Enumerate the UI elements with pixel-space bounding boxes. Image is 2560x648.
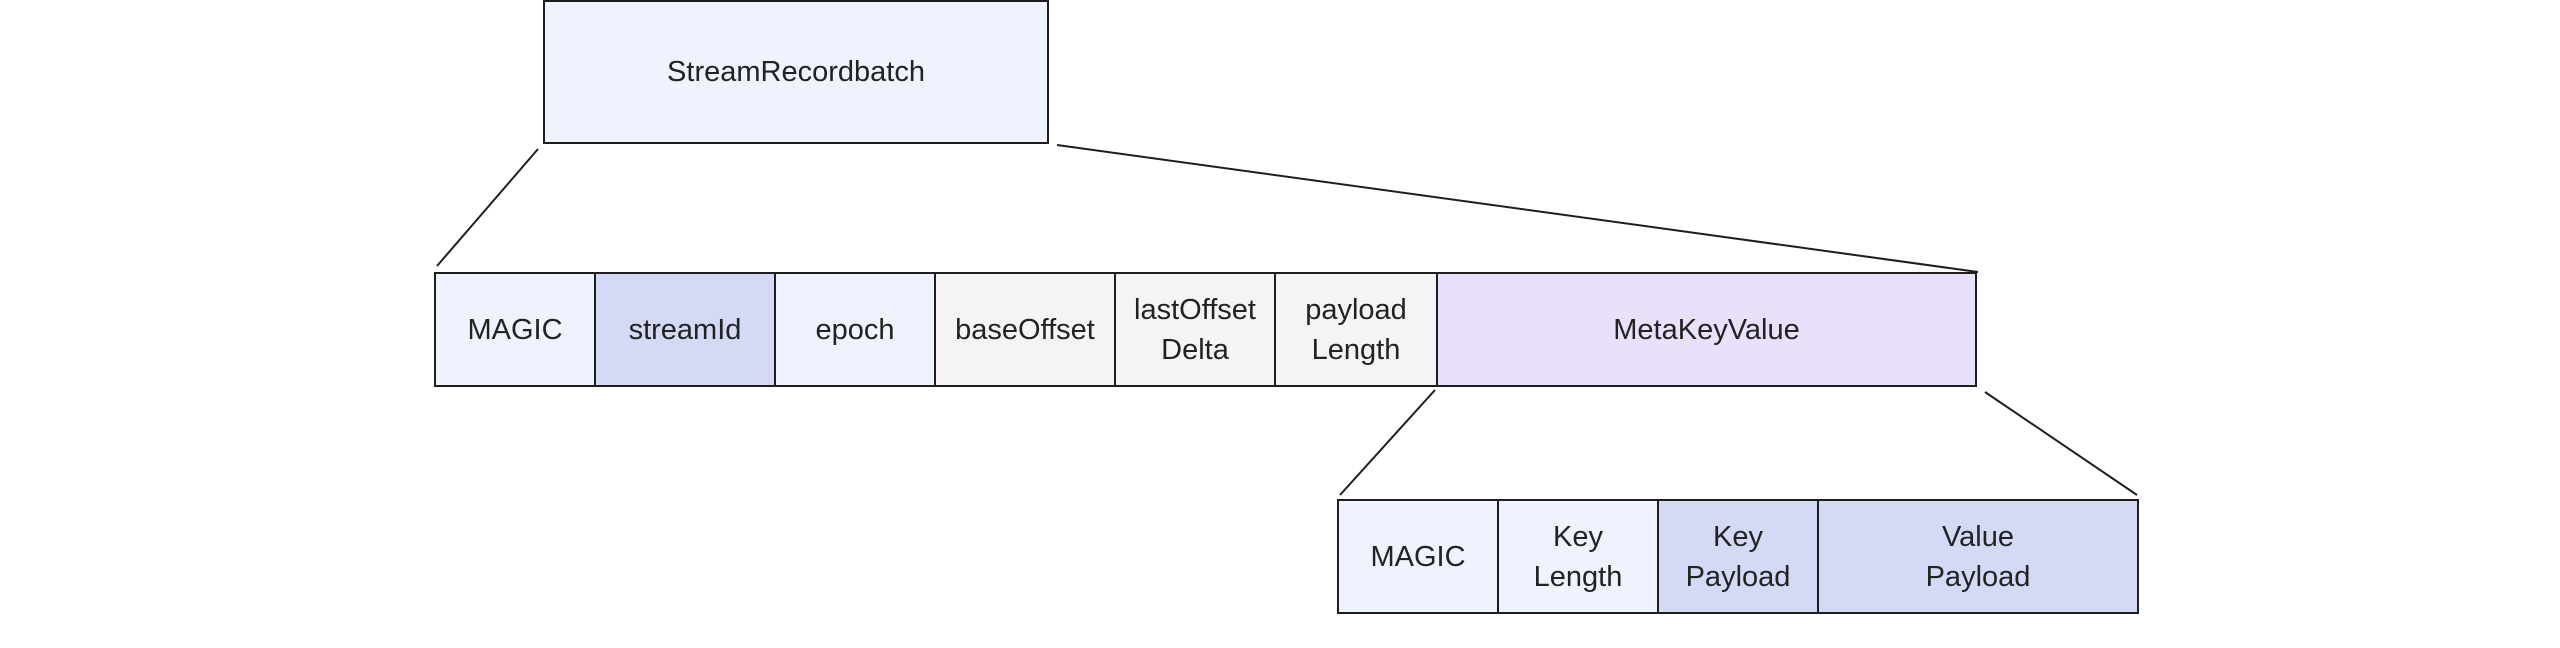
connector-title-left (436, 148, 539, 267)
field-stream-id: streamId (594, 272, 776, 387)
field-last-offset-delta: lastOffset Delta (1114, 272, 1276, 387)
field-base-offset: baseOffset (934, 272, 1116, 387)
stream-record-batch-label: StreamRecordbatch (667, 56, 925, 88)
field-base-offset-label: baseOffset (955, 313, 1095, 346)
metakv-field-magic-label: MAGIC (1370, 540, 1466, 573)
metakv-field-value-payload-label: Value Payload (1925, 520, 2031, 593)
field-payload-length-label: payload Length (1305, 293, 1407, 366)
field-stream-id-label: streamId (628, 313, 742, 346)
field-meta-key-value: MetaKeyValue (1436, 272, 1977, 387)
metakv-field-value-payload: Value Payload (1817, 499, 2139, 614)
connector-metakv-left (1339, 389, 1436, 496)
field-payload-length: payload Length (1274, 272, 1438, 387)
metakv-field-key-length-label: Key Length (1533, 520, 1623, 593)
field-last-offset-delta-label: lastOffset Delta (1134, 293, 1256, 366)
metakv-field-magic: MAGIC (1337, 499, 1499, 614)
metakv-field-key-payload-label: Key Payload (1685, 520, 1791, 593)
field-magic: MAGIC (434, 272, 596, 387)
field-epoch-label: epoch (815, 313, 895, 346)
field-epoch: epoch (774, 272, 936, 387)
connector-metakv-right (1984, 391, 2138, 496)
field-meta-key-value-label: MetaKeyValue (1613, 313, 1800, 346)
metakv-field-key-length: Key Length (1497, 499, 1659, 614)
field-magic-label: MAGIC (467, 313, 563, 346)
metakv-field-key-payload: Key Payload (1657, 499, 1819, 614)
connector-title-right (1056, 144, 1979, 273)
stream-record-batch-box: StreamRecordbatch (543, 0, 1049, 144)
